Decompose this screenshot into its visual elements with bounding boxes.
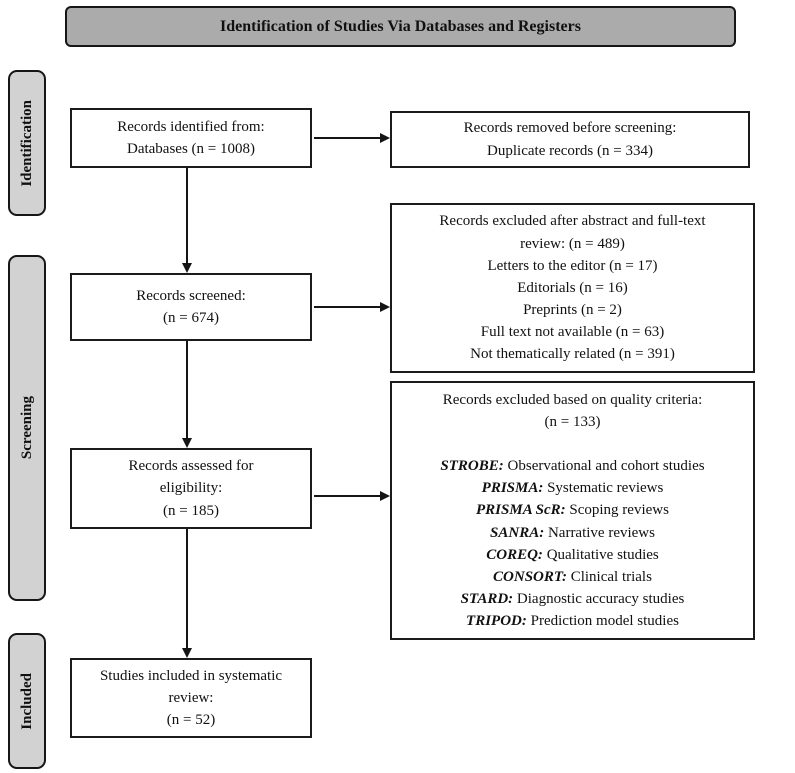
criteria-description: Observational and cohort studies: [503, 457, 705, 474]
quality-criteria-line: STARD: Diagnostic accuracy studies: [461, 588, 685, 610]
box-records-removed-line: Records removed before screening:: [463, 120, 677, 137]
stage-label-screening: Screening: [8, 255, 46, 601]
box-records-excluded-review-line: Records excluded after abstract and full…: [439, 213, 706, 230]
box-studies-included: Studies included in systematic review: (…: [70, 658, 312, 738]
criteria-tool-name: PRISMA:: [481, 480, 544, 497]
box-records-excluded-review-line: Editorials (n = 16): [517, 279, 628, 296]
quality-criteria-line: STROBE: Observational and cohort studies: [440, 455, 704, 477]
criteria-description: Scoping reviews: [565, 502, 669, 519]
criteria-tool-name: STARD:: [460, 591, 514, 608]
stage-label-screening-text: Screening: [18, 396, 35, 460]
arrow-down-screened-to-assessed: [182, 341, 192, 448]
box-records-identified-line: Records identified from:: [117, 118, 265, 135]
box-records-assessed-line: Records assessed for: [128, 458, 254, 475]
stage-label-identification: Identification: [8, 70, 46, 216]
box-records-assessed: Records assessed for eligibility: (n = 1…: [70, 448, 312, 529]
box-studies-included-line: (n = 52): [166, 712, 216, 729]
box-records-excluded-quality: Records excluded based on quality criter…: [390, 381, 755, 640]
criteria-tool-name: COREQ:: [486, 546, 543, 563]
box-records-screened: Records screened: (n = 674): [70, 273, 312, 341]
diagram-title-text: Identification of Studies Via Databases …: [220, 17, 581, 35]
quality-criteria-line: COREQ: Qualitative studies: [486, 544, 659, 566]
criteria-tool-name: STROBE:: [440, 457, 504, 474]
criteria-description: Narrative reviews: [544, 524, 655, 541]
criteria-tool-name: CONSORT:: [493, 568, 567, 585]
stage-label-included-text: Included: [18, 672, 35, 730]
diagram-title: Identification of Studies Via Databases …: [65, 6, 736, 47]
quality-criteria-line: PRISMA ScR: Scoping reviews: [476, 499, 669, 521]
arrow-right-assessed-to-quality: [314, 491, 390, 501]
arrow-right-screened-to-excluded: [314, 302, 390, 312]
box-records-removed-line: Duplicate records (n = 334): [487, 142, 653, 159]
criteria-description: Clinical trials: [566, 568, 652, 585]
quality-criteria-line: SANRA: Narrative reviews: [490, 522, 655, 544]
quality-criteria-line: TRIPOD: Prediction model studies: [466, 610, 679, 632]
arrow-down-assessed-to-included: [182, 529, 192, 658]
box-records-identified-line: Databases (n = 1008): [126, 141, 255, 157]
criteria-tool-name: SANRA:: [490, 524, 545, 541]
box-records-excluded-quality-header: (n = 133): [544, 413, 601, 430]
box-records-excluded-review-line: Preprints (n = 2): [523, 302, 622, 319]
quality-criteria-line: CONSORT: Clinical trials: [493, 566, 652, 588]
box-studies-included-line: review:: [168, 689, 214, 706]
stage-label-included: Included: [8, 633, 46, 769]
stage-label-identification-text: Identification: [18, 99, 35, 187]
criteria-description: Diagnostic accuracy studies: [513, 591, 685, 608]
criteria-description: Prediction model studies: [526, 613, 679, 630]
criteria-tool-name: PRISMA ScR:: [476, 502, 566, 519]
arrow-right-identified-to-removed: [314, 133, 390, 143]
box-studies-included-line: Studies included in systematic: [99, 667, 283, 684]
criteria-tool-name: TRIPOD:: [466, 613, 527, 630]
arrow-down-identified-to-screened: [182, 168, 192, 273]
box-records-screened-line: Records screened:: [136, 287, 246, 304]
box-records-excluded-review-line: Full text not available (n = 63): [480, 324, 665, 341]
quality-criteria-line: PRISMA: Systematic reviews: [482, 477, 664, 499]
criteria-description: Systematic reviews: [543, 480, 664, 497]
criteria-description: Qualitative studies: [542, 546, 659, 563]
box-records-excluded-quality-header: Records excluded based on quality criter…: [442, 391, 703, 408]
box-records-assessed-line: (n = 185): [163, 502, 219, 519]
box-records-identified: Records identified from: Databases (n = …: [70, 108, 312, 168]
box-records-excluded-review-line: review: (n = 489): [520, 235, 625, 252]
box-records-excluded-review-line: Not thematically related (n = 391): [470, 346, 675, 363]
box-records-assessed-line: eligibility:: [159, 480, 223, 497]
box-records-excluded-review: Records excluded after abstract and full…: [390, 203, 755, 373]
box-records-screened-line: (n = 674): [163, 310, 219, 326]
box-records-removed: Records removed before screening: Duplic…: [390, 111, 750, 168]
box-records-excluded-review-line: Letters to the editor (n = 17): [487, 257, 658, 274]
